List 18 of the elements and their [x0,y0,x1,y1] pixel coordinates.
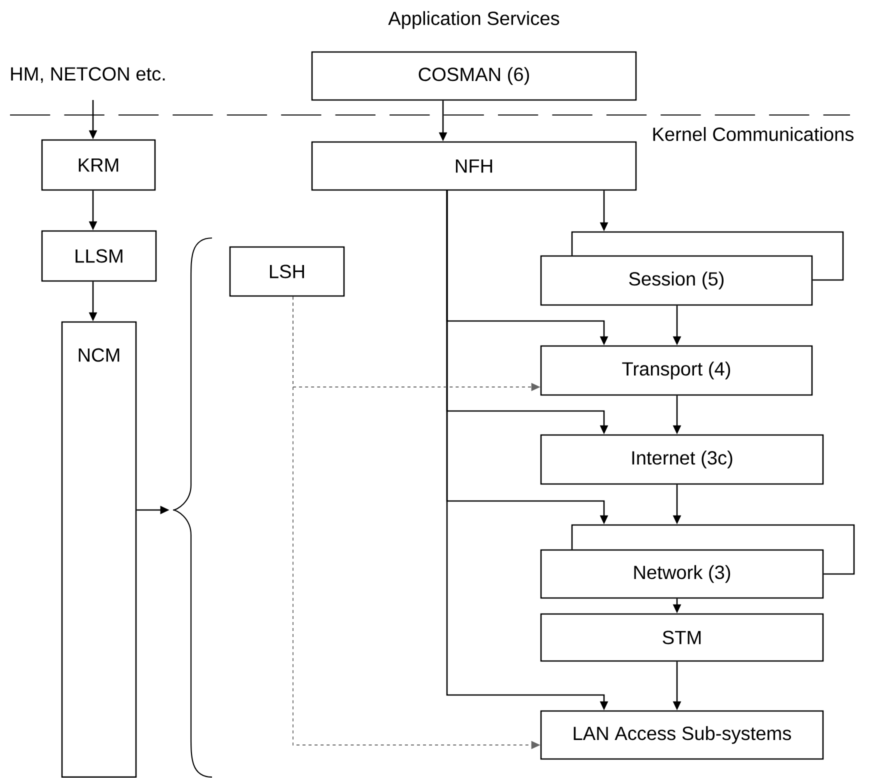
process-box: Network (3) [540,549,824,599]
process-box: Transport (4) [540,345,813,396]
curly-brace [172,237,212,778]
process-box: NFH [311,141,637,191]
process-box: STM [540,613,824,662]
process-box: LLSM [41,230,157,282]
loop-line [571,524,855,575]
process-box: Session (5) [540,255,813,306]
node-label: HM, NETCON etc. [11,67,165,83]
section-label: Kernel Communications [653,127,854,141]
process-box: KRM [41,139,156,191]
process-box: COSMAN (6) [311,51,637,101]
process-box: LSH [229,246,345,297]
process-box: Internet (3c) [540,434,824,485]
section-label: Application Services [388,11,560,29]
process-box: LAN Access Sub-systems [540,710,824,760]
process-box: NCM [61,321,137,778]
loop-line [571,231,844,281]
